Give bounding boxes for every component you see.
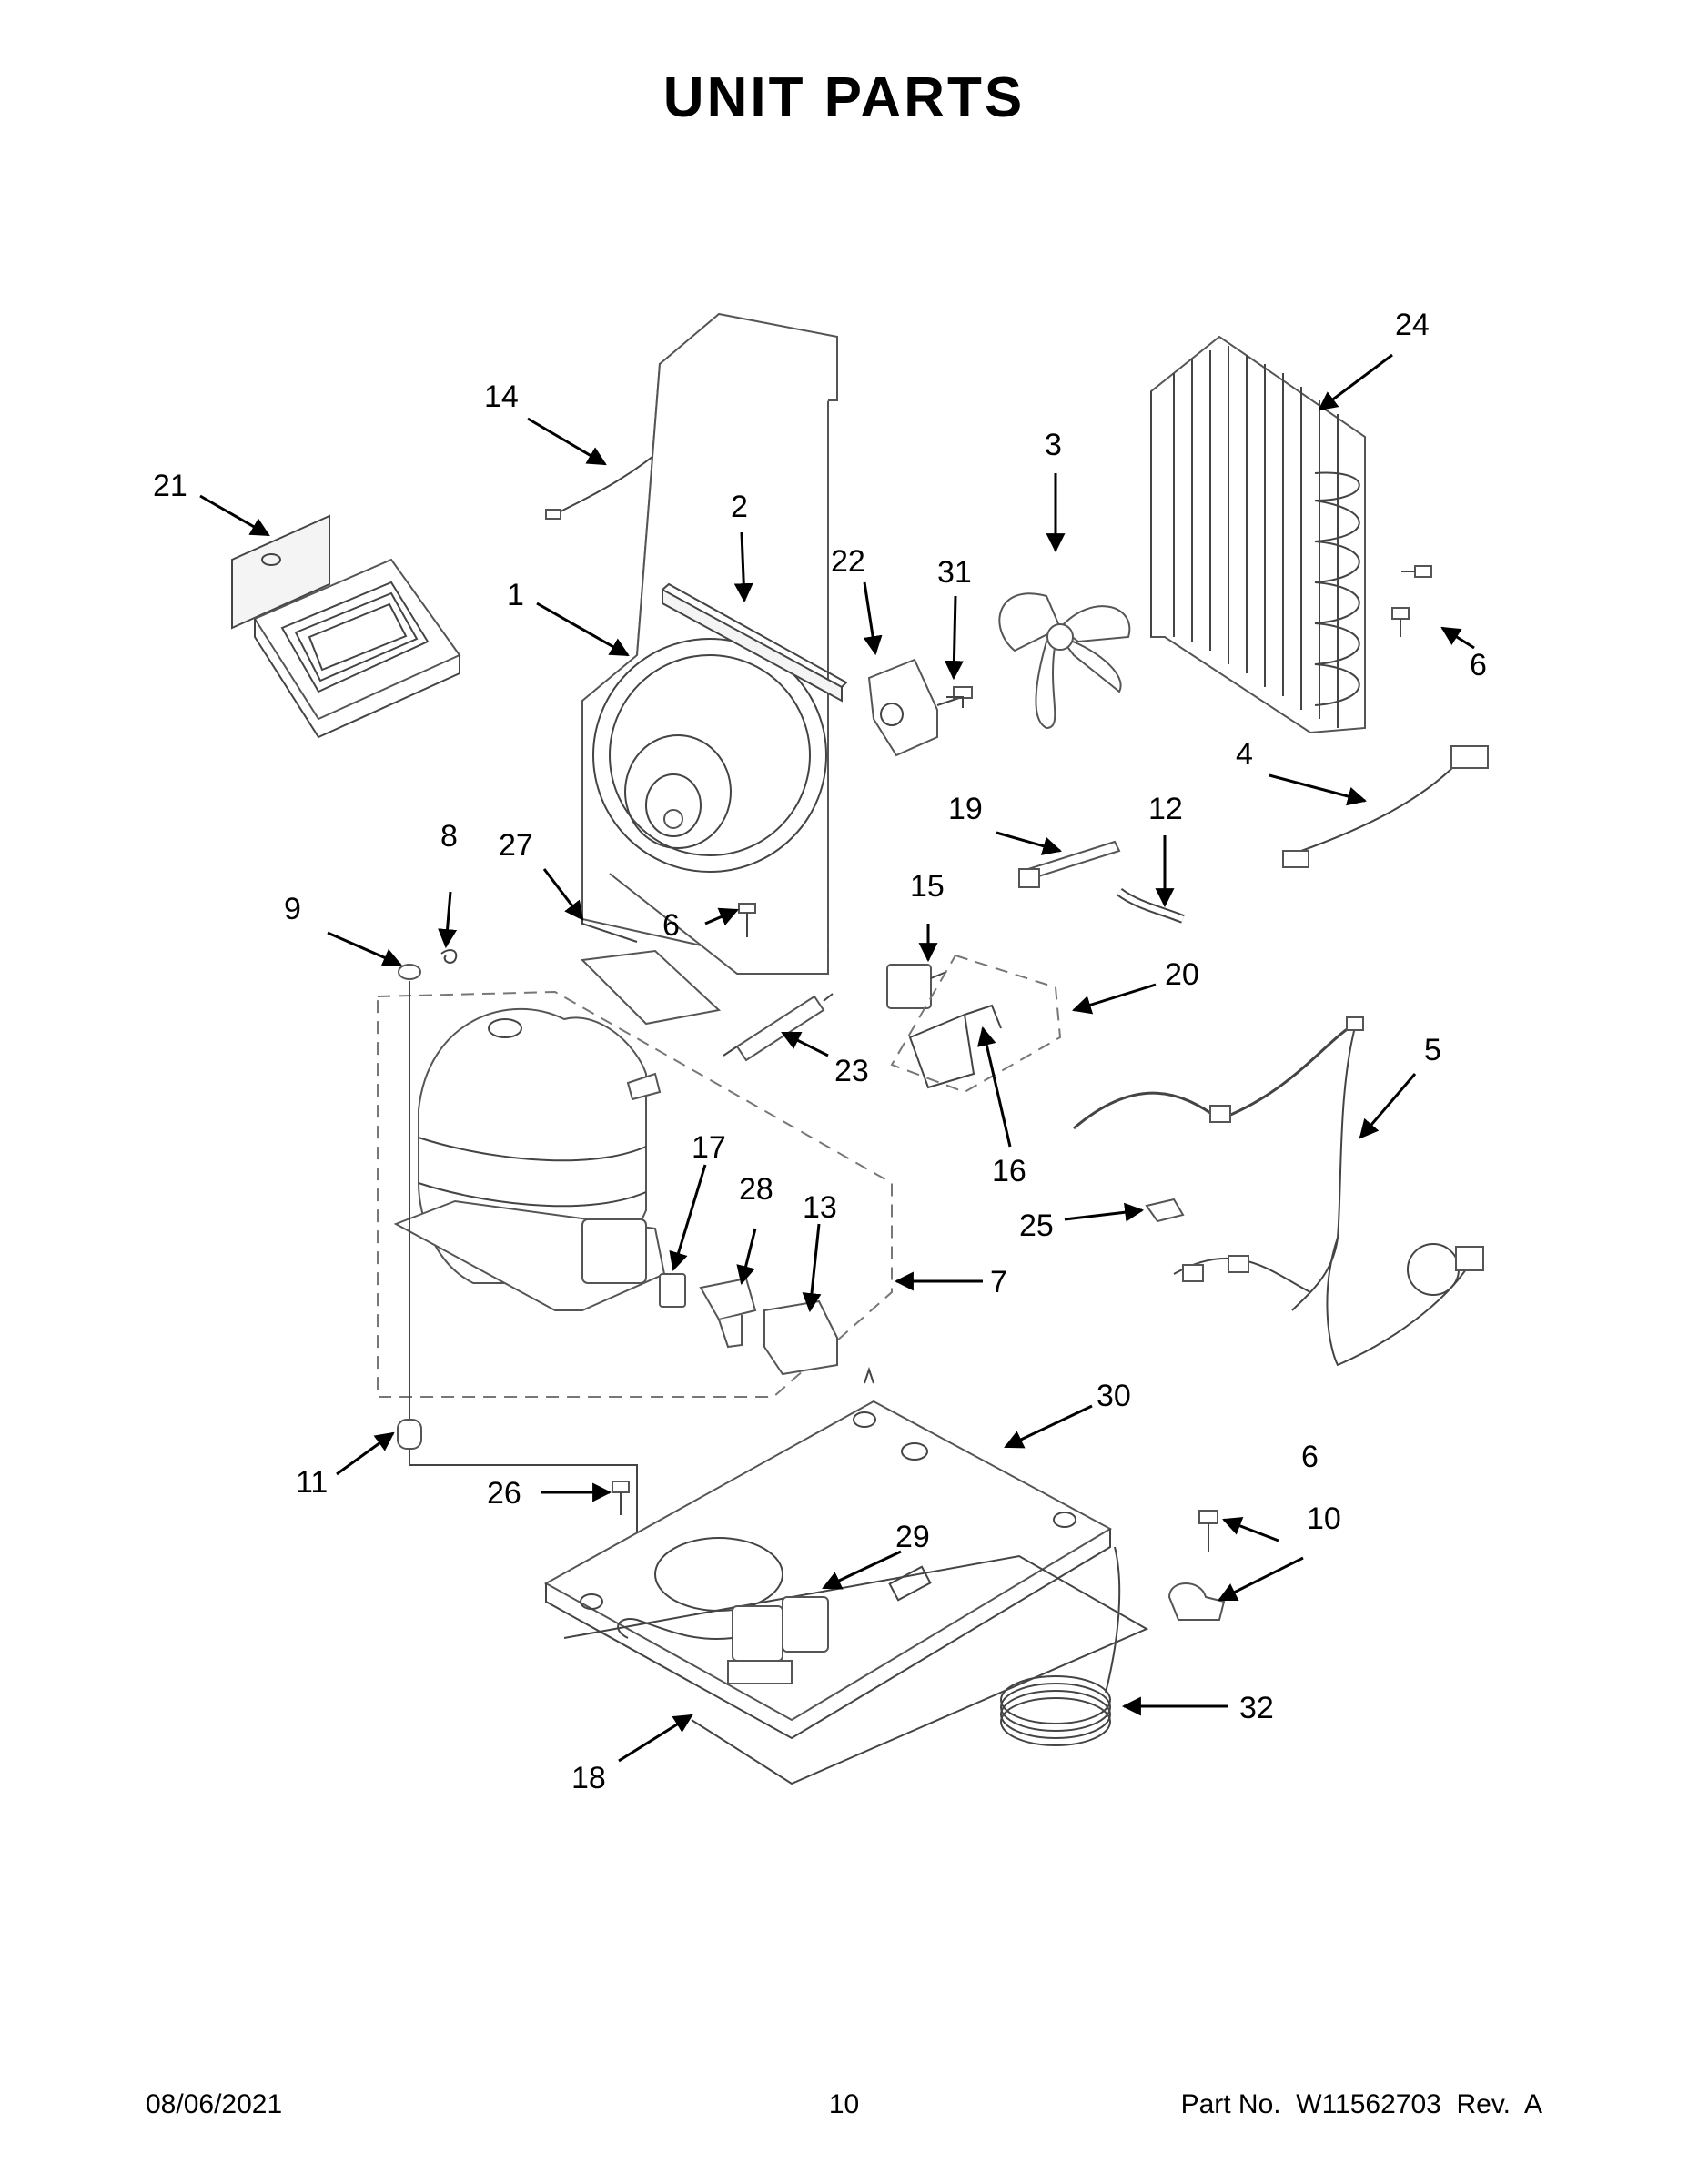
callout-5: 5 — [1424, 1033, 1441, 1067]
tube-part — [1117, 887, 1185, 924]
callout-24: 24 — [1395, 308, 1430, 342]
start-device-part-28 — [699, 1277, 757, 1349]
page-title: UNIT PARTS — [662, 66, 1026, 129]
fan-motor-part — [867, 658, 965, 757]
clip-part-8 — [440, 949, 458, 964]
screw-part-lower — [1198, 1510, 1218, 1552]
callout-6-upper: 6 — [662, 908, 680, 943]
callout-6-right: 6 — [1470, 648, 1487, 682]
callout-11: 11 — [296, 1465, 328, 1500]
harness-part-4 — [1282, 745, 1489, 868]
callout-1: 1 — [507, 578, 524, 612]
drier-part — [723, 993, 834, 1062]
footer-page-number: 10 — [828, 2089, 860, 2119]
dashed-group-20 — [890, 954, 1062, 1094]
grommet-part-9 — [398, 964, 421, 980]
callout-14: 14 — [484, 379, 519, 414]
base-pad-part — [563, 1554, 1149, 1785]
screw-part-26 — [612, 1481, 630, 1515]
callout-25: 25 — [1019, 1208, 1054, 1243]
grommet-part-11 — [397, 1419, 422, 1450]
compressor-part — [393, 1007, 666, 1311]
callout-32: 32 — [1239, 1691, 1274, 1725]
callout-9: 9 — [284, 892, 301, 926]
callout-19: 19 — [948, 792, 983, 826]
cover-part-13 — [763, 1299, 838, 1376]
screws-part-right — [1391, 565, 1432, 637]
callout-6-lower: 6 — [1301, 1440, 1319, 1474]
callout-26: 26 — [487, 1476, 521, 1511]
callout-7: 7 — [990, 1265, 1007, 1299]
footer-date: 08/06/2021 — [146, 2089, 283, 2119]
dashed-group-7 — [377, 990, 893, 1398]
tie-strap-part — [1018, 840, 1121, 888]
condenser-coil-part — [1150, 335, 1366, 734]
wire-harness-part-5 — [1073, 1016, 1484, 1367]
callout-16: 16 — [992, 1154, 1026, 1188]
screw-part-31 — [946, 686, 973, 708]
relay-part-15 — [886, 964, 947, 1009]
fan-shroud-part — [581, 312, 838, 976]
fan-blade-part — [998, 592, 1131, 730]
clamp-part-10 — [1167, 1582, 1226, 1621]
callout-13: 13 — [803, 1190, 837, 1225]
overload-part-17 — [659, 1273, 686, 1308]
callout-20: 20 — [1165, 957, 1199, 992]
callout-30: 30 — [1097, 1379, 1131, 1413]
callout-17: 17 — [692, 1130, 726, 1165]
callout-21: 21 — [153, 469, 187, 503]
callout-3: 3 — [1045, 428, 1062, 462]
clip-part-25 — [1145, 1198, 1185, 1223]
callout-27: 27 — [499, 828, 533, 863]
callout-8: 8 — [440, 819, 458, 854]
callout-12: 12 — [1148, 792, 1183, 826]
drain-pan-part — [231, 514, 461, 739]
base-pan-part — [543, 1366, 1113, 1740]
callout-15: 15 — [910, 869, 945, 904]
callout-23: 23 — [834, 1054, 869, 1088]
callout-29: 29 — [895, 1520, 930, 1554]
line-tube — [409, 981, 638, 1538]
leader-arrows — [199, 353, 1475, 1763]
callout-28: 28 — [739, 1172, 773, 1207]
footer-part-number: Part No. W11562703 Rev. A — [1180, 2089, 1542, 2119]
coiled-tube-part — [1000, 1546, 1121, 1746]
callout-4: 4 — [1236, 737, 1253, 772]
gasket-strip-part — [662, 582, 848, 703]
callout-labels: 1 2 3 4 5 6 6 6 7 8 9 10 11 12 13 14 15 … — [153, 308, 1487, 1795]
callout-10: 10 — [1307, 1502, 1341, 1536]
valve-part-29 — [617, 1596, 829, 1684]
pad-part — [580, 949, 722, 1026]
callout-18: 18 — [571, 1761, 606, 1795]
bracket-part-16 — [908, 1004, 1002, 1089]
callout-2: 2 — [731, 490, 748, 524]
callout-31: 31 — [937, 555, 972, 590]
callout-22: 22 — [831, 544, 865, 579]
screw-part-upper — [738, 903, 756, 937]
